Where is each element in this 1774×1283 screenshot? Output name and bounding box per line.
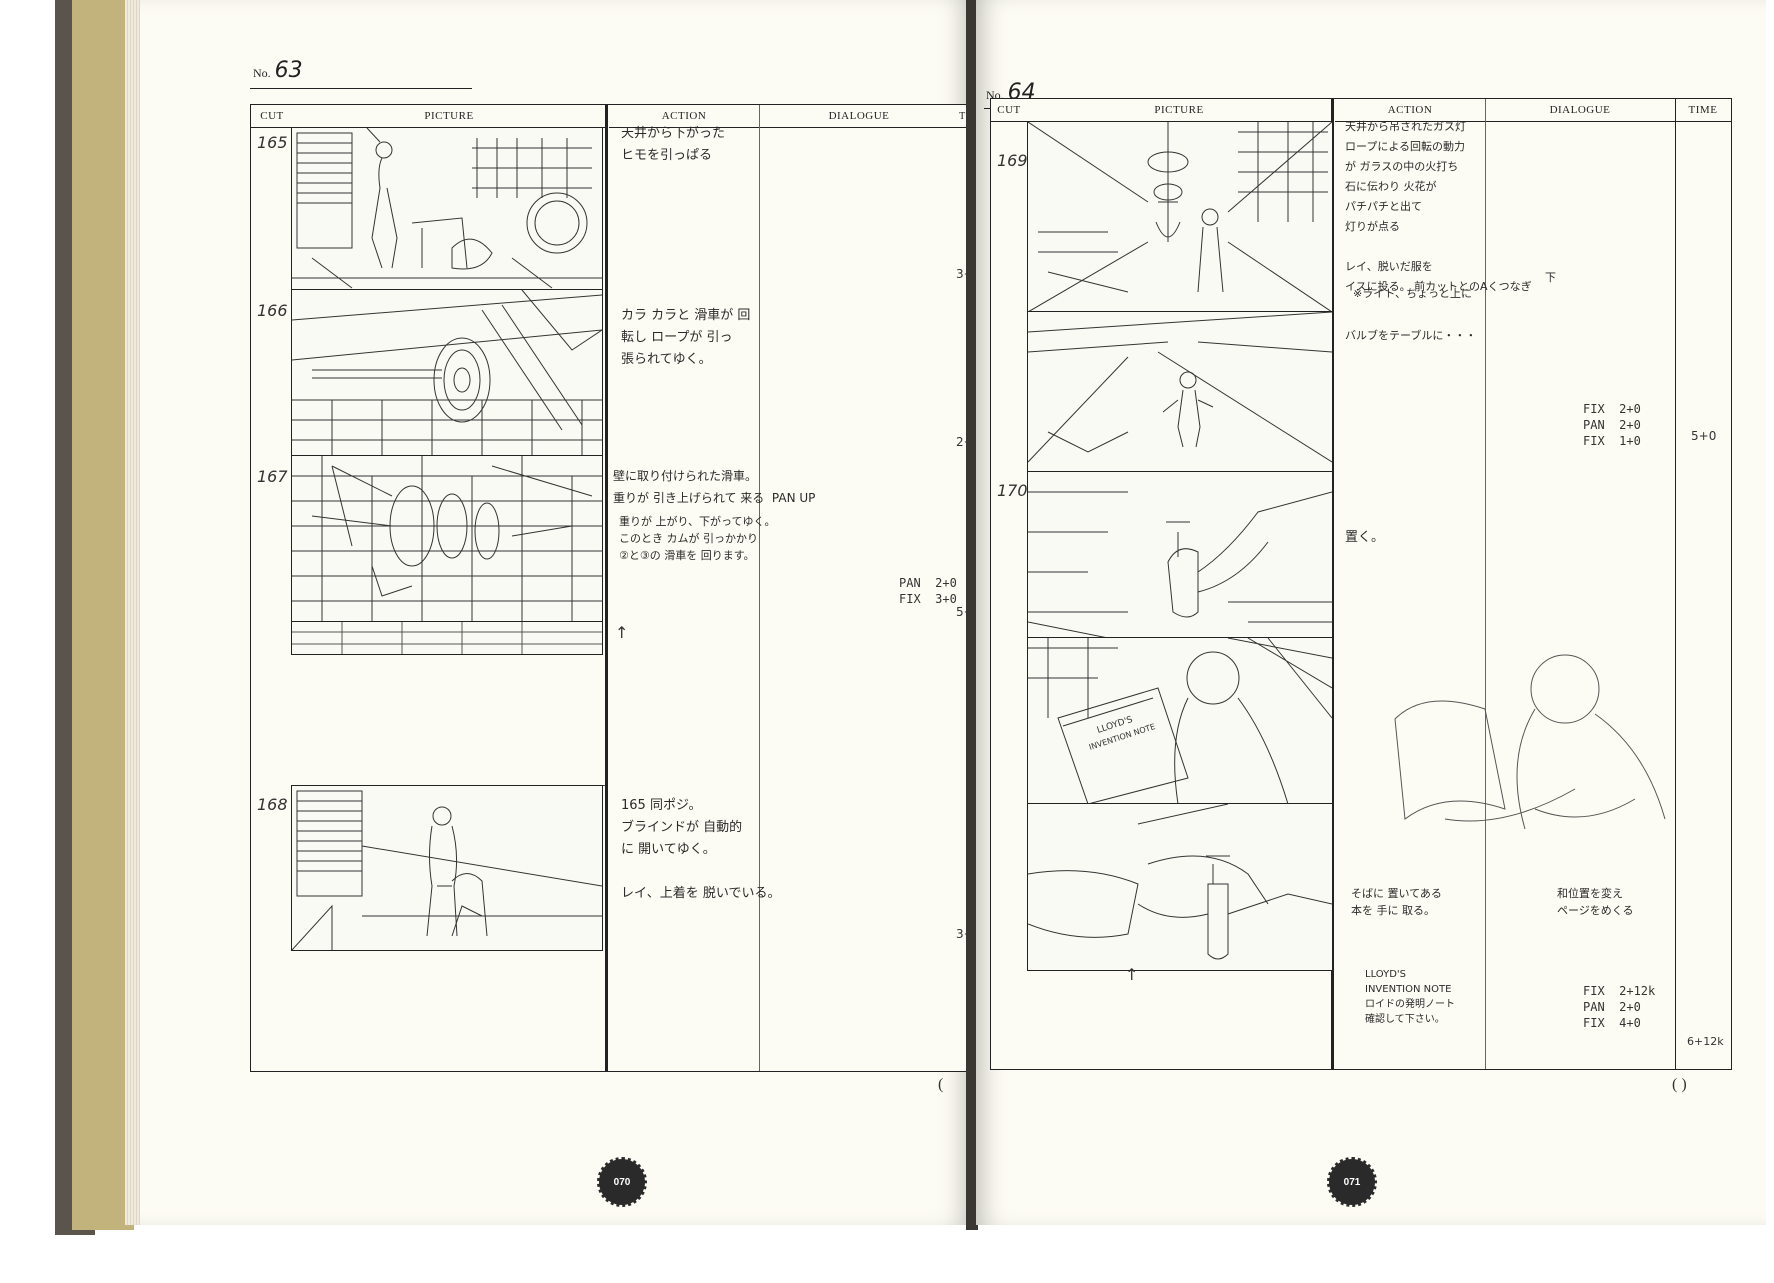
action-text: バルブをテーブルに・・・: [1345, 329, 1477, 342]
sheet-prefix: No.: [253, 66, 271, 80]
cut-number: 166: [257, 301, 288, 320]
action-detail-text: 重りが 上がり、下がってゆく。 このとき カムが 引っかかり ②と③の 滑車を …: [619, 515, 776, 562]
action-text: そばに 置いてある 本を 手に 取る。: [1351, 887, 1442, 917]
storyboard-panel-169a: [1027, 121, 1333, 313]
column-divider: [1675, 99, 1676, 1069]
sketch-workshop: [292, 128, 602, 289]
book-spine: [966, 0, 978, 1230]
column-divider: [605, 105, 608, 1071]
cut-time: 6+12k: [1687, 1035, 1724, 1048]
camera-timing: FIX 2+12k PAN 2+0 FIX 4+0: [1583, 984, 1656, 1030]
cut-number: 165: [257, 133, 288, 152]
page-number-badge: 070: [597, 1157, 647, 1207]
action-text: 置く。: [1345, 530, 1385, 545]
cut-number: 169: [997, 151, 1028, 170]
sketch-boy-blinds: [292, 790, 602, 950]
storyboard-panel-168: [291, 785, 603, 951]
camera-timing: FIX 2+0 PAN 2+0 FIX 1+0: [1583, 402, 1641, 448]
column-divider: [759, 105, 760, 1071]
sketch-boy-walking: [1028, 312, 1332, 463]
page-parenthesis: (: [938, 1076, 944, 1093]
cut-number: 170: [997, 481, 1028, 500]
column-divider: [1485, 99, 1486, 1069]
cut-time: 5+0: [1691, 429, 1717, 443]
action-text: 天井から吊されたガス灯 ロープによる回転の動力 が ガラスの中の火打ち 石に伝わ…: [1345, 120, 1532, 293]
sketch-hand-lamp: [1028, 491, 1332, 638]
dialogue-text: 和位置を変え ページをめくる: [1557, 887, 1634, 917]
action-text: 壁に取り付けられた滑車。 重りが 引き上げられて 来る PAN UP: [613, 469, 816, 505]
storyboard-sheet-right: CUT PICTURE ACTION DIALOGUE TIME 169: [990, 98, 1732, 1070]
header-action: ACTION: [1335, 99, 1485, 122]
header-action: ACTION: [609, 105, 759, 128]
header-cut: CUT: [991, 99, 1027, 122]
sketch-brick-wall: [292, 622, 602, 654]
sheet-number-underline: [250, 88, 472, 89]
storyboard-panel-167: [291, 455, 603, 623]
action-note-mark: 下: [1545, 271, 1556, 284]
camera-timing: PAN 2+0 FIX 3+0: [899, 576, 957, 606]
storyboard-panel-170b: LLOYD'S INVENTION NOTE: [1027, 637, 1333, 805]
continue-arrow-icon: ↑: [1125, 965, 1139, 984]
sheet-number: 63: [274, 58, 303, 83]
storyboard-panel-167-continued: [291, 621, 603, 655]
header-time: TIME: [1675, 99, 1731, 122]
left-page: No.63 CUT PICTURE ACTION DIALOGUE TIM 16…: [140, 0, 981, 1225]
storyboard-sheet-left: CUT PICTURE ACTION DIALOGUE TIM 165: [250, 104, 981, 1072]
book-gilt-edge: [72, 0, 134, 1230]
storyboard-panel-170a: [1027, 471, 1333, 639]
right-page: No.64 CUT PICTURE ACTION DIALOGUE TIME 1…: [976, 0, 1766, 1225]
sketch-pulley-wheel: [292, 290, 602, 456]
sketch-wall-pulley: [292, 456, 602, 622]
cut-number: 168: [257, 795, 288, 814]
cut-number: 167: [257, 467, 288, 486]
storyboard-panel-170c: [1027, 803, 1333, 971]
storyboard-panel-165: [291, 127, 603, 291]
sketch-gas-lamp-overhead: [1028, 122, 1332, 312]
sketch-hands-book-lamp: [1028, 804, 1332, 960]
header-cut: CUT: [251, 105, 293, 128]
header-dialogue: DIALOGUE: [759, 105, 959, 128]
action-text: 165 同ポジ。 ブラインドが 自動的 に 開いてゆく。 レイ、上着を 脱いでい…: [621, 798, 781, 901]
header-picture: PICTURE: [1027, 99, 1331, 122]
page-parenthesis: ( ): [1672, 1076, 1687, 1093]
storyboard-panel-166: [291, 289, 603, 457]
storyboard-panel-169b: [1027, 311, 1333, 473]
action-text: カラ カラと 滑車が 回 転し ロープが 引っ 張られてゆく。: [621, 308, 751, 367]
sketch-boy-reading-book: LLOYD'S INVENTION NOTE: [1028, 638, 1332, 804]
continue-arrow-icon: ↑: [615, 623, 629, 642]
action-note: ※ライト、ちょっと上に: [1353, 287, 1472, 300]
caption-note: LLOYD'S INVENTION NOTE ロイドの発明ノート 確認して下さい…: [1365, 969, 1455, 1025]
header-dialogue: DIALOGUE: [1485, 99, 1675, 122]
page-number-badge: 071: [1327, 1157, 1377, 1207]
header-picture: PICTURE: [293, 105, 605, 128]
action-text: 天井から下がった ヒモを引っぱる: [621, 126, 726, 163]
sketch-boy-reading-margin: [1394, 654, 1666, 830]
sheet-number-label: No.63: [253, 58, 303, 83]
